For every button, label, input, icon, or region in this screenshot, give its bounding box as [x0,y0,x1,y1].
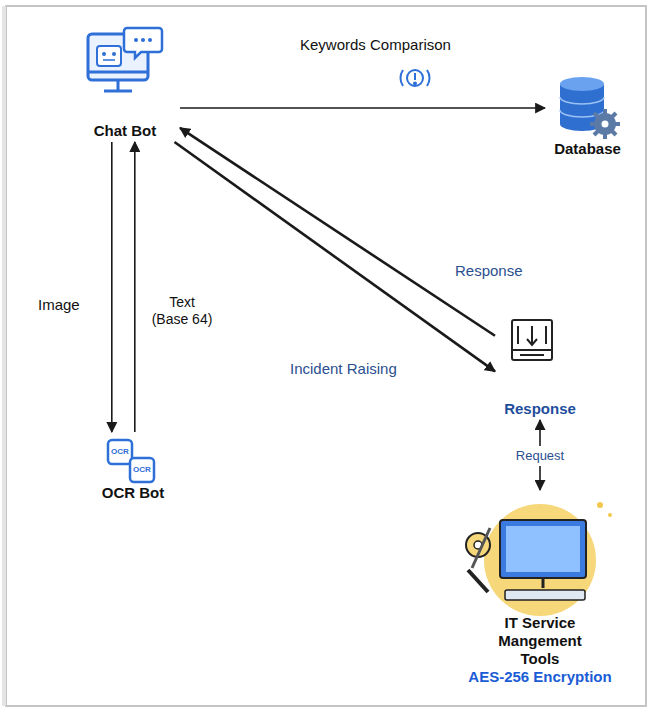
connector-arrow [175,142,496,371]
database-node: Database [545,70,630,160]
frame [6,6,646,706]
ocr-node: OCR Bot [88,432,178,504]
response-icon [512,320,552,360]
node-label: OCR Bot [88,484,178,502]
node-note: AES-256 Encryption [455,668,625,686]
edge-label: Image [38,296,80,314]
node-label: IT Service Mangement Tools [481,614,599,668]
edge-label: Keywords Comparison [300,36,451,54]
connector-arrow [180,128,495,336]
it-tools-node: IT Service Mangement ToolsAES-256 Encryp… [455,490,625,688]
connector-arrow [111,142,113,432]
node-label: Response [495,400,585,418]
connector-arrow [180,107,545,109]
frame-shadow [2,6,6,706]
icon-label: OCR [130,458,154,482]
chatbot-node: Chat Bot [70,25,180,142]
alert-symbol [400,70,429,86]
it-tools-illustration [466,502,612,616]
edge-label: Response [455,262,523,280]
edge-label: Text (Base 64) [150,294,214,328]
response-node: Response [495,312,585,420]
icon-label: OCR [108,440,132,464]
node-label: Chat Bot [70,122,180,140]
edge-label: Incident Raising [290,360,397,378]
database-icon [560,77,620,139]
chatbot-icon [88,28,162,91]
connector-arrow [134,142,136,432]
edge-label: Request [510,446,570,466]
node-label: Database [545,140,630,158]
ocr-icon [108,440,154,482]
